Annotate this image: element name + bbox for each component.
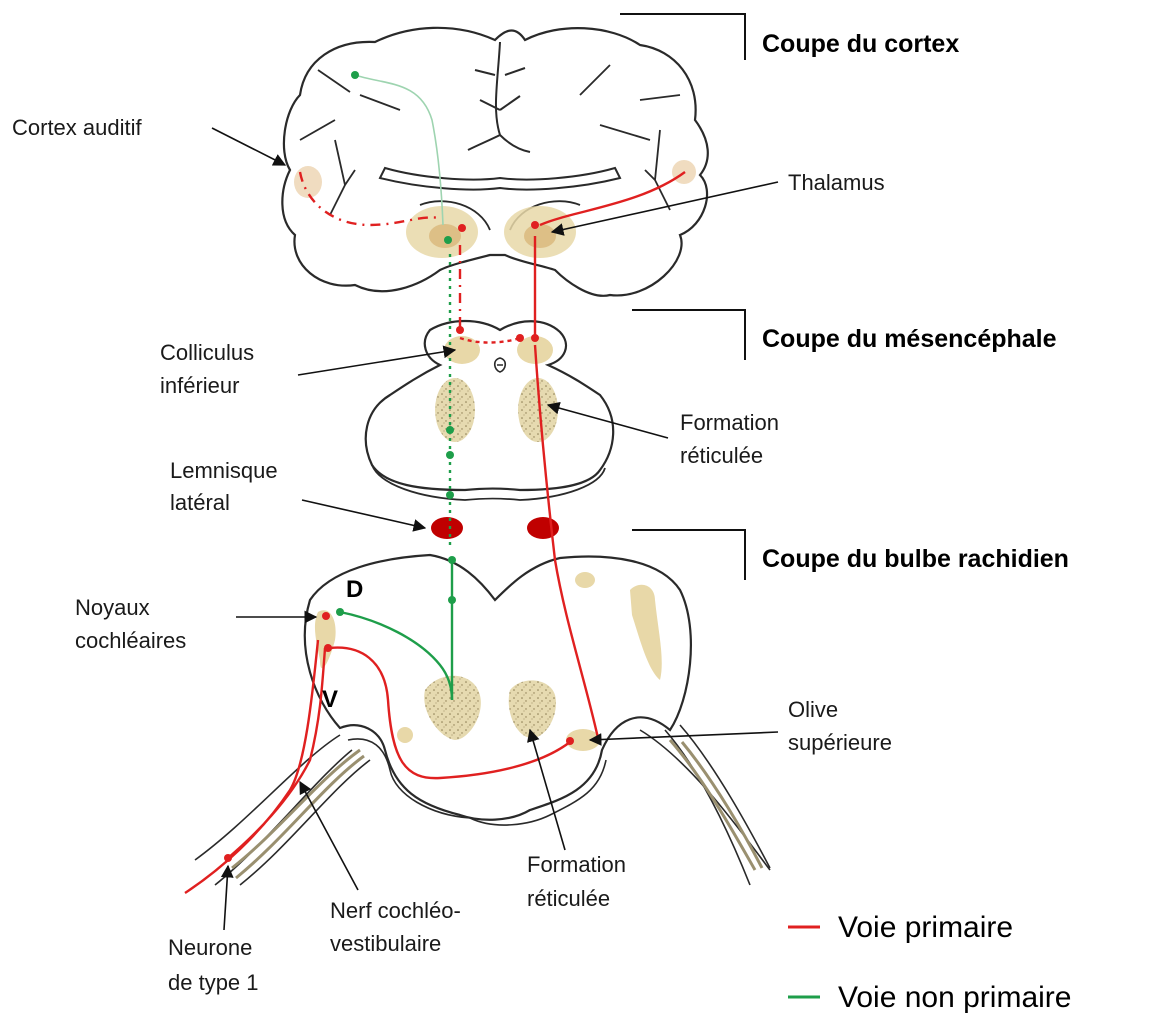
label-nerve-line2: vestibulaire [330, 931, 441, 956]
reticular-formation-mes-left [435, 378, 475, 442]
label-neuron-line1: Neurone [168, 935, 252, 960]
section-title-cortex: Coupe du cortex [762, 30, 959, 58]
label-neuron-line2: de type 1 [168, 970, 259, 995]
label-reticular-bulbe-line1: Formation [527, 852, 626, 877]
label-thalamus: Thalamus [788, 170, 885, 195]
cortex-section [282, 28, 707, 296]
label-reticular-mes-line1: Formation [680, 410, 779, 435]
right-top-zone [575, 572, 595, 588]
thalamus-core-right [524, 224, 556, 248]
label-olive-line1: Olive [788, 697, 838, 722]
cortex-outline [282, 28, 707, 296]
label-cochlear-nuclei-line1: Noyaux [75, 595, 150, 620]
thalamus-core-left [429, 224, 461, 248]
auditory-cortex-left [294, 166, 322, 198]
label-lemniscus-line2: latéral [170, 490, 230, 515]
primary-neuron-1 [185, 640, 318, 893]
label-reticular-mes-line2: réticulée [680, 443, 763, 468]
legend-label-primary: Voie primaire [838, 911, 1013, 944]
label-olive-line2: supérieure [788, 730, 892, 755]
small-zone-left [397, 727, 413, 743]
label-lemniscus-line1: Lemnisque [170, 458, 278, 483]
legend-label-non-primary: Voie non primaire [838, 981, 1071, 1014]
lateral-lemniscus-right [527, 517, 559, 539]
letter-ventral: V [322, 686, 338, 713]
label-cochlear-nuclei-line2: cochléaires [75, 628, 186, 653]
label-reticular-bulbe-line2: réticulée [527, 886, 610, 911]
label-auditory-cortex: Cortex auditif [12, 115, 143, 140]
section-title-mesencephalon: Coupe du mésencéphale [762, 325, 1057, 353]
lateral-lemniscus-left [431, 517, 463, 539]
label-colliculus-line2: inférieur [160, 373, 239, 398]
letter-dorsal: D [346, 576, 363, 603]
cochleo-vestibular-nerve-right [640, 725, 770, 885]
label-nerve-line1: Nerf cochléo- [330, 898, 461, 923]
section-title-medulla: Coupe du bulbe rachidien [762, 545, 1069, 573]
label-colliculus-line1: Colliculus [160, 340, 254, 365]
mesencephalon-outline [366, 321, 613, 490]
legend: Voie primaire Voie non primaire [788, 911, 1071, 1014]
mesencephalon-section [366, 321, 613, 500]
